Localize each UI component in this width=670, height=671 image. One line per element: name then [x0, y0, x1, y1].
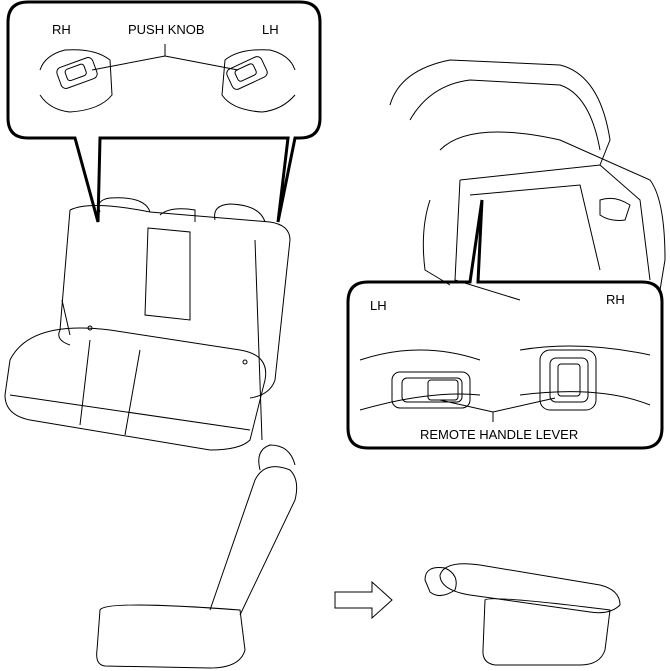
seat-folded-drawing — [424, 563, 621, 666]
rh-push-knob-label: RH — [52, 22, 71, 37]
push-knob-callout — [6, 0, 322, 223]
vehicle-rear-drawing — [389, 59, 666, 301]
rh-remote-handle-label: RH — [606, 292, 625, 307]
lh-remote-handle-label: LH — [370, 298, 387, 313]
lh-push-knob-label: LH — [262, 22, 279, 37]
arrow-icon — [334, 580, 393, 620]
remote-handle-callout — [346, 199, 664, 450]
push-knob-label: PUSH KNOB — [128, 22, 205, 37]
remote-handle-lever-label: REMOTE HANDLE LEVER — [420, 427, 579, 442]
seat-upright-drawing — [96, 444, 298, 669]
rear-seat-drawing — [4, 197, 291, 451]
